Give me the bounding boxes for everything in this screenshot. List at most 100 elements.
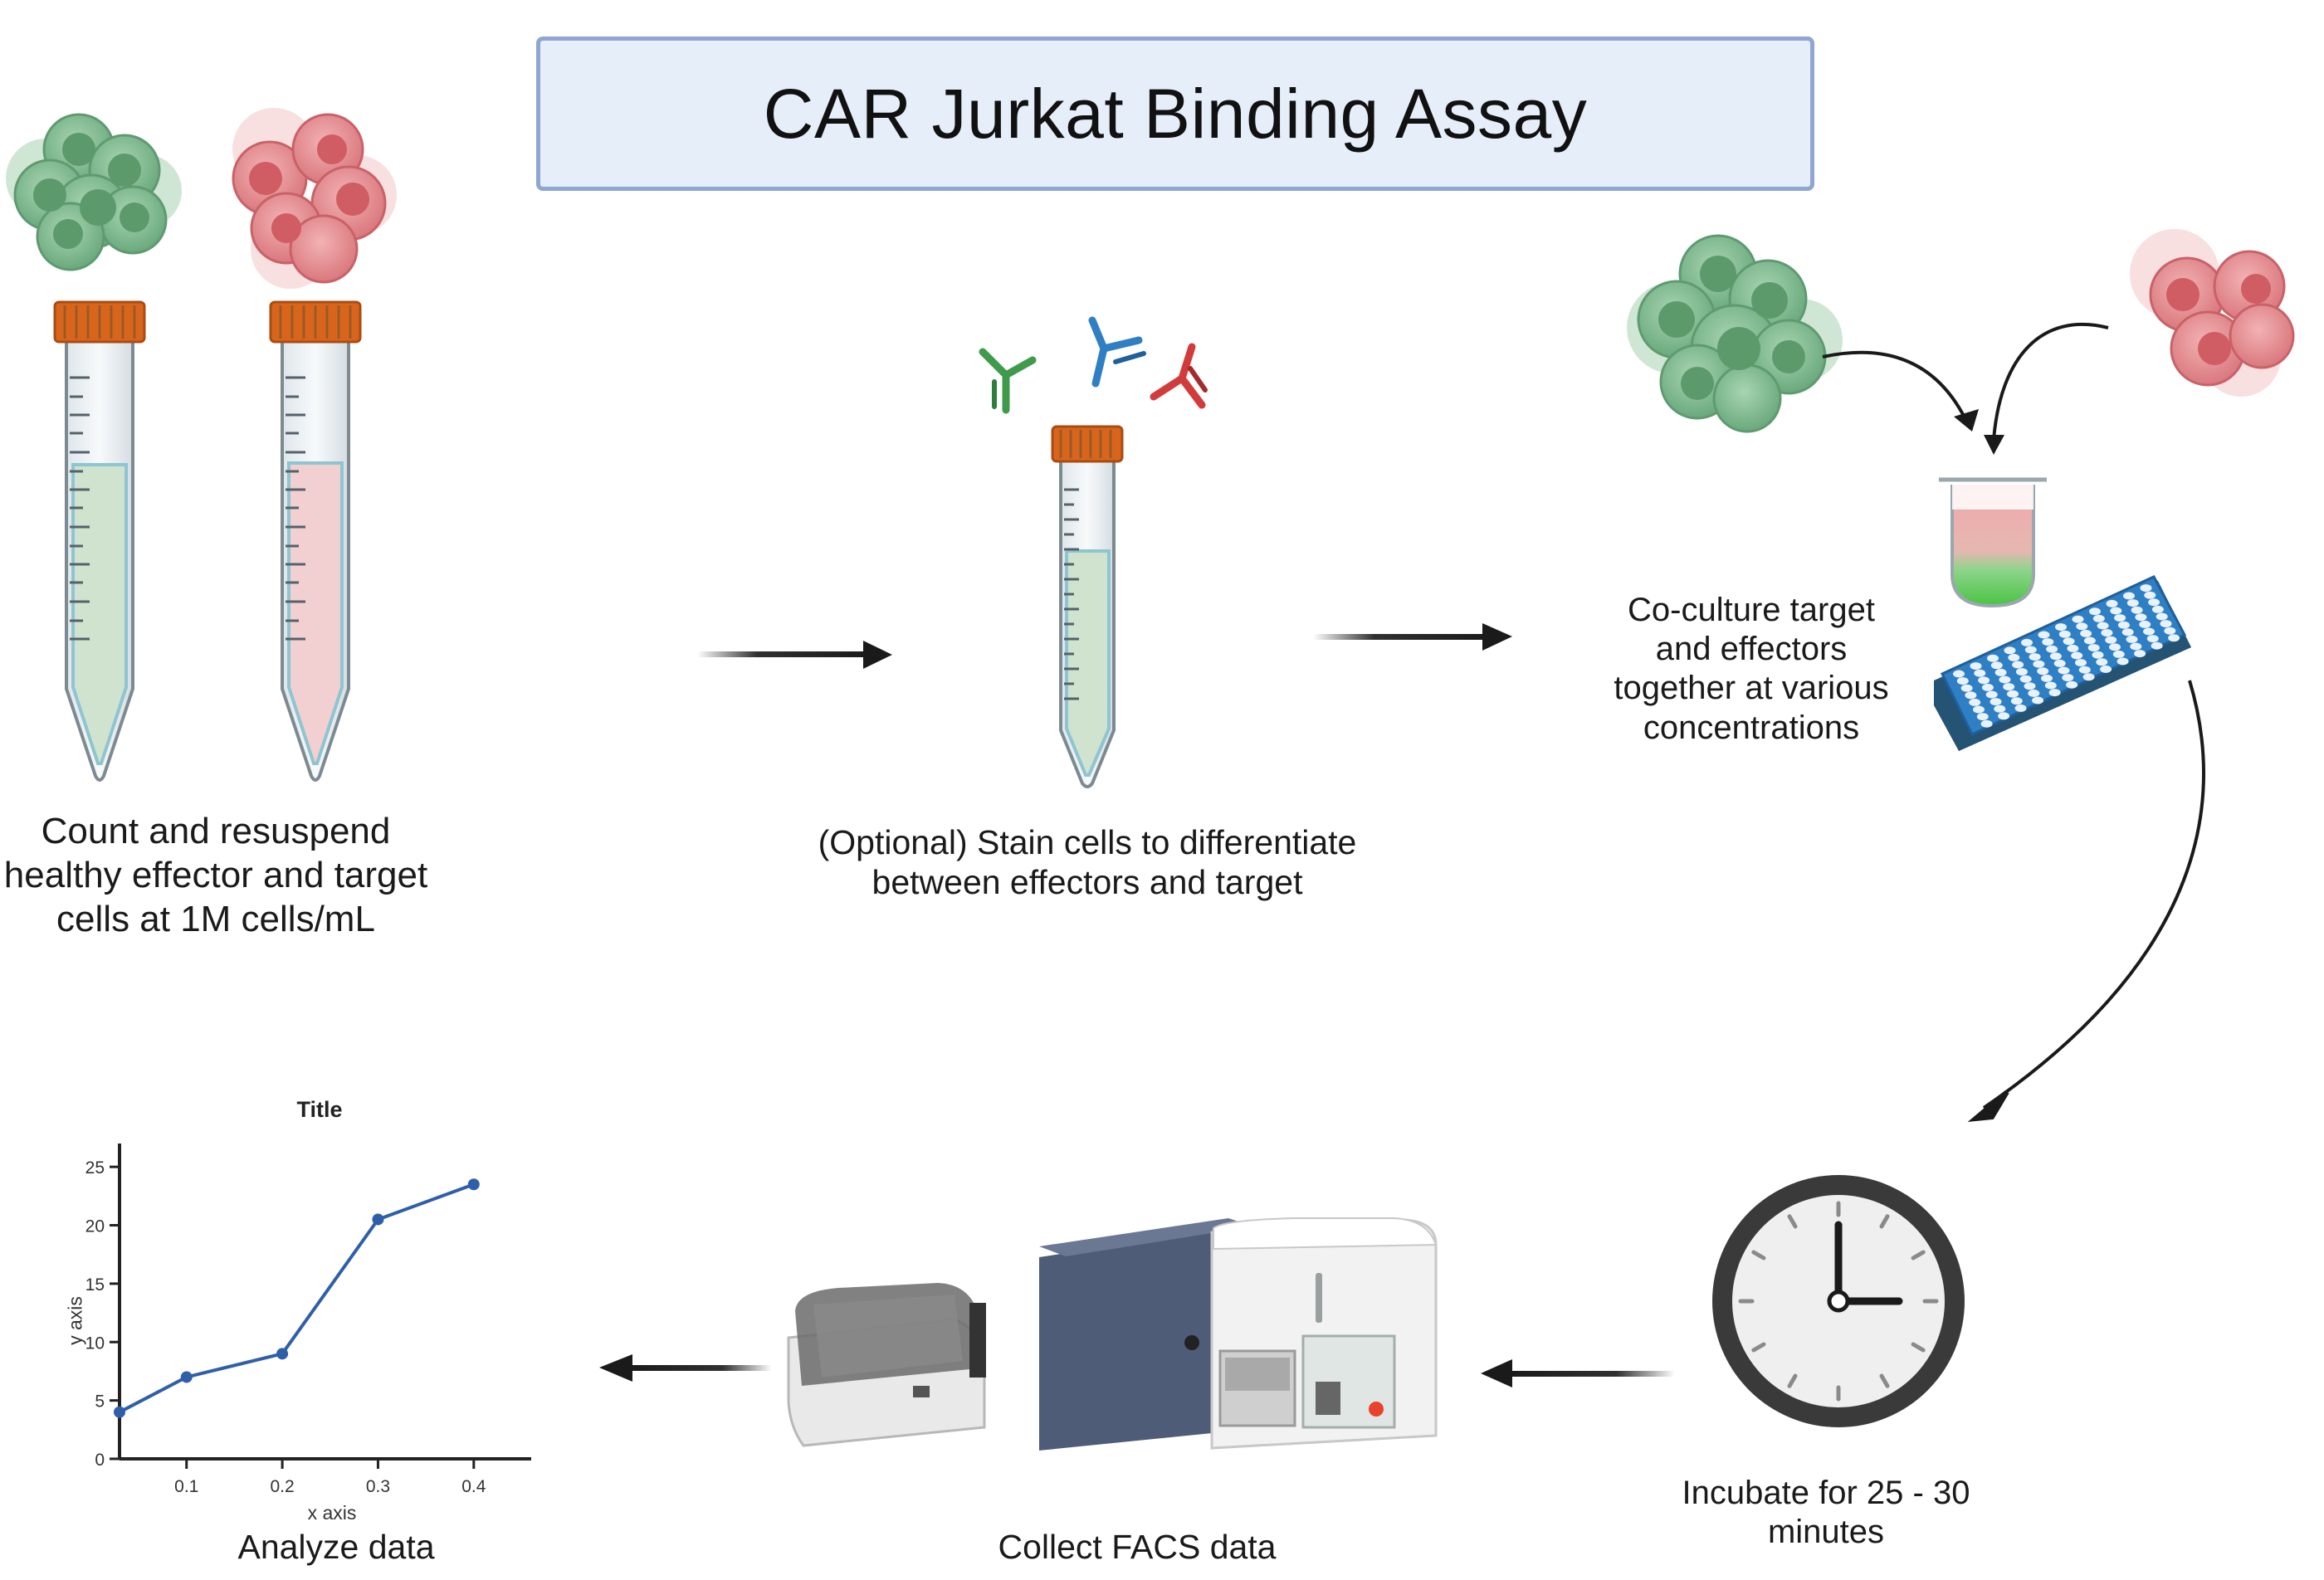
chart-y-tick-label: 20 bbox=[85, 1217, 105, 1236]
plate-well bbox=[2168, 634, 2180, 642]
arrow-step1-to-step2 bbox=[697, 641, 892, 669]
plate-well bbox=[2038, 631, 2050, 639]
plate-well bbox=[2151, 605, 2164, 613]
chart-x-tick-label: 0.4 bbox=[461, 1477, 486, 1496]
plate-well bbox=[2131, 606, 2143, 614]
plate-well bbox=[2075, 659, 2087, 667]
plate-well bbox=[1973, 705, 1985, 714]
clock-tick bbox=[1787, 1214, 1798, 1229]
plate-well bbox=[2037, 667, 2049, 675]
plate-well bbox=[2160, 620, 2172, 628]
plate-well bbox=[2082, 673, 2095, 681]
plate-well bbox=[2083, 636, 2096, 645]
plate-well bbox=[2130, 642, 2142, 651]
plate-well bbox=[2080, 629, 2092, 637]
plate-well bbox=[1970, 662, 1982, 671]
plate-well bbox=[2010, 697, 2023, 705]
plate-well bbox=[2042, 638, 2054, 646]
clock-tick bbox=[1787, 1373, 1798, 1388]
plate-well bbox=[2028, 689, 2040, 697]
chart-x-axis-label: x axis bbox=[307, 1502, 357, 1524]
caption-coculture: Co-culture target and effectors together… bbox=[1614, 592, 1889, 746]
target-cell-cluster-icon bbox=[232, 108, 397, 289]
plate-well bbox=[2116, 657, 2129, 666]
plate-well bbox=[1990, 661, 2003, 670]
plate-well bbox=[2121, 628, 2134, 636]
caption-stain: (Optional) Stain cells to differentiate … bbox=[818, 823, 1357, 901]
plate-well bbox=[2164, 627, 2176, 635]
plate-well bbox=[1994, 705, 2006, 713]
plate-well bbox=[1956, 677, 1969, 685]
plate-well bbox=[2062, 674, 2074, 682]
plate-well bbox=[1978, 676, 1990, 685]
plate-well bbox=[2032, 696, 2044, 705]
plate-well bbox=[2008, 653, 2020, 661]
title-box: CAR Jurkat Binding Assay bbox=[536, 37, 1814, 191]
plate-well bbox=[2097, 622, 2109, 630]
plate-well bbox=[2024, 682, 2036, 690]
plate-well bbox=[2139, 620, 2151, 628]
plate-well bbox=[2092, 614, 2105, 622]
plate-well bbox=[2066, 680, 2078, 689]
plate-well bbox=[2110, 607, 2122, 615]
clock-tick bbox=[1879, 1373, 1890, 1388]
well-plate-icon bbox=[1934, 575, 2191, 751]
plate-well bbox=[2140, 584, 2152, 592]
antibody-red-icon bbox=[1150, 343, 1208, 409]
coculture-target-cluster-icon bbox=[2130, 229, 2295, 397]
sample-loader-icon bbox=[787, 1283, 986, 1447]
plate-well bbox=[1990, 698, 2002, 706]
plate-well bbox=[2046, 645, 2058, 653]
diagram-title: CAR Jurkat Binding Assay bbox=[763, 74, 1588, 153]
coculture-arrowhead-left bbox=[1954, 409, 1979, 432]
plate-well bbox=[2126, 635, 2138, 643]
plate-well bbox=[2041, 674, 2053, 682]
chart-data-point bbox=[372, 1213, 384, 1226]
plate-well bbox=[2148, 598, 2160, 607]
plate-well bbox=[1999, 675, 2011, 684]
plate-well bbox=[2058, 666, 2070, 675]
plate-well bbox=[2156, 612, 2168, 621]
plate-well bbox=[2076, 622, 2088, 631]
plate-well bbox=[1998, 712, 2010, 720]
plate-well bbox=[2019, 675, 2032, 683]
chart-y-tick-label: 5 bbox=[95, 1392, 105, 1412]
plate-well bbox=[1985, 690, 1998, 699]
plate-well bbox=[2123, 592, 2135, 600]
plate-well bbox=[1976, 713, 1989, 721]
plate-well bbox=[2049, 652, 2062, 661]
plate-well bbox=[2114, 614, 2126, 622]
coculture-arrowhead-right bbox=[1984, 435, 2004, 455]
chart-title: Title bbox=[296, 1097, 343, 1122]
stain-tube-icon bbox=[1051, 425, 1124, 788]
arrow-step4-to-step5 bbox=[1481, 1359, 1675, 1387]
effector-tube-icon bbox=[53, 300, 146, 782]
plate-well bbox=[2012, 661, 2024, 669]
plate-well bbox=[2101, 629, 2113, 637]
plate-well bbox=[2109, 643, 2121, 651]
caption-incubate: Incubate for 25 - 30 minutes bbox=[1682, 1475, 1970, 1551]
clock-tick bbox=[1911, 1342, 1926, 1353]
plate-well bbox=[1969, 698, 1981, 706]
plate-well bbox=[2044, 681, 2057, 690]
chart-y-tick-label: 15 bbox=[85, 1275, 105, 1295]
plate-well bbox=[2112, 650, 2125, 658]
chart-series-line bbox=[119, 1183, 475, 1414]
effector-cell-cluster-icon bbox=[6, 113, 182, 271]
chart-y-tick-label: 10 bbox=[85, 1334, 105, 1353]
plate-well bbox=[2072, 615, 2084, 623]
plate-well bbox=[2053, 659, 2066, 667]
antibody-blue-icon bbox=[1088, 316, 1146, 388]
caption-analyze: Analyze data bbox=[237, 1528, 435, 1566]
plate-well bbox=[2135, 613, 2147, 622]
chart-y-axis-label: y axis bbox=[64, 1296, 86, 1345]
plate-well bbox=[2143, 627, 2155, 636]
antibody-green-icon bbox=[979, 348, 1037, 414]
plate-well bbox=[2106, 599, 2118, 607]
plate-well bbox=[2078, 666, 2091, 674]
coculture-curved-arrows bbox=[1822, 323, 2109, 441]
plate-well bbox=[2089, 607, 2101, 616]
